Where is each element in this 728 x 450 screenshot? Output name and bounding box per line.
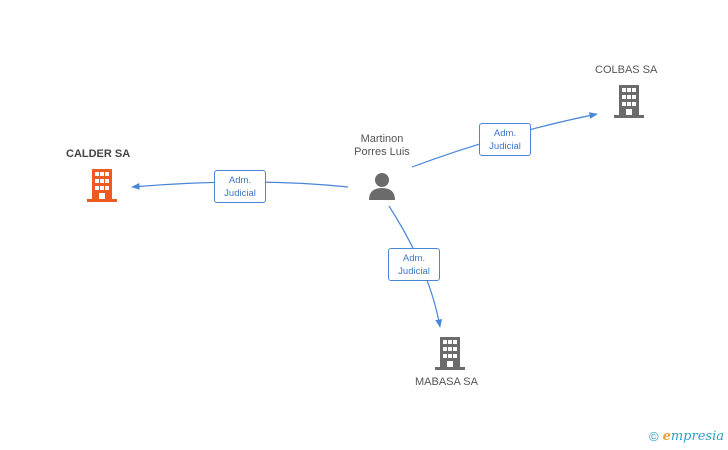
brand-logo-initial: e <box>662 428 671 444</box>
building-icon-calder[interactable] <box>86 168 118 202</box>
edge-label-colbas-line2: Judicial <box>489 141 521 152</box>
company-label-calder[interactable]: CALDER SA <box>66 148 131 160</box>
edge-label-mabasa-line1: Adm. <box>402 253 426 264</box>
building-icon-colbas[interactable] <box>613 84 645 118</box>
person-name-line1: Martinon <box>360 133 404 145</box>
person-name-label[interactable]: Martinon Porres Luis <box>337 133 427 159</box>
edge-label-calder[interactable]: Adm. Judicial <box>214 170 266 203</box>
brand-logo: empresia <box>663 429 724 444</box>
edge-label-colbas[interactable]: Adm. Judicial <box>479 123 531 156</box>
brand-watermark: © empresia <box>649 428 724 444</box>
building-icon-mabasa[interactable] <box>434 336 466 370</box>
copyright-icon: © <box>648 428 659 444</box>
edge-label-calder-line1: Adm. <box>228 175 252 186</box>
edge-label-mabasa-line2: Judicial <box>398 266 430 277</box>
company-label-colbas[interactable]: COLBAS SA <box>595 64 658 76</box>
person-name-line2: Porres Luis <box>354 146 410 158</box>
person-icon[interactable] <box>366 171 398 201</box>
edge-label-mabasa[interactable]: Adm. Judicial <box>388 248 440 281</box>
company-label-mabasa[interactable]: MABASA SA <box>415 376 478 388</box>
edge-label-colbas-line1: Adm. <box>493 128 517 139</box>
brand-logo-rest: mpresia <box>670 428 724 444</box>
edge-label-calder-line2: Judicial <box>224 188 256 199</box>
